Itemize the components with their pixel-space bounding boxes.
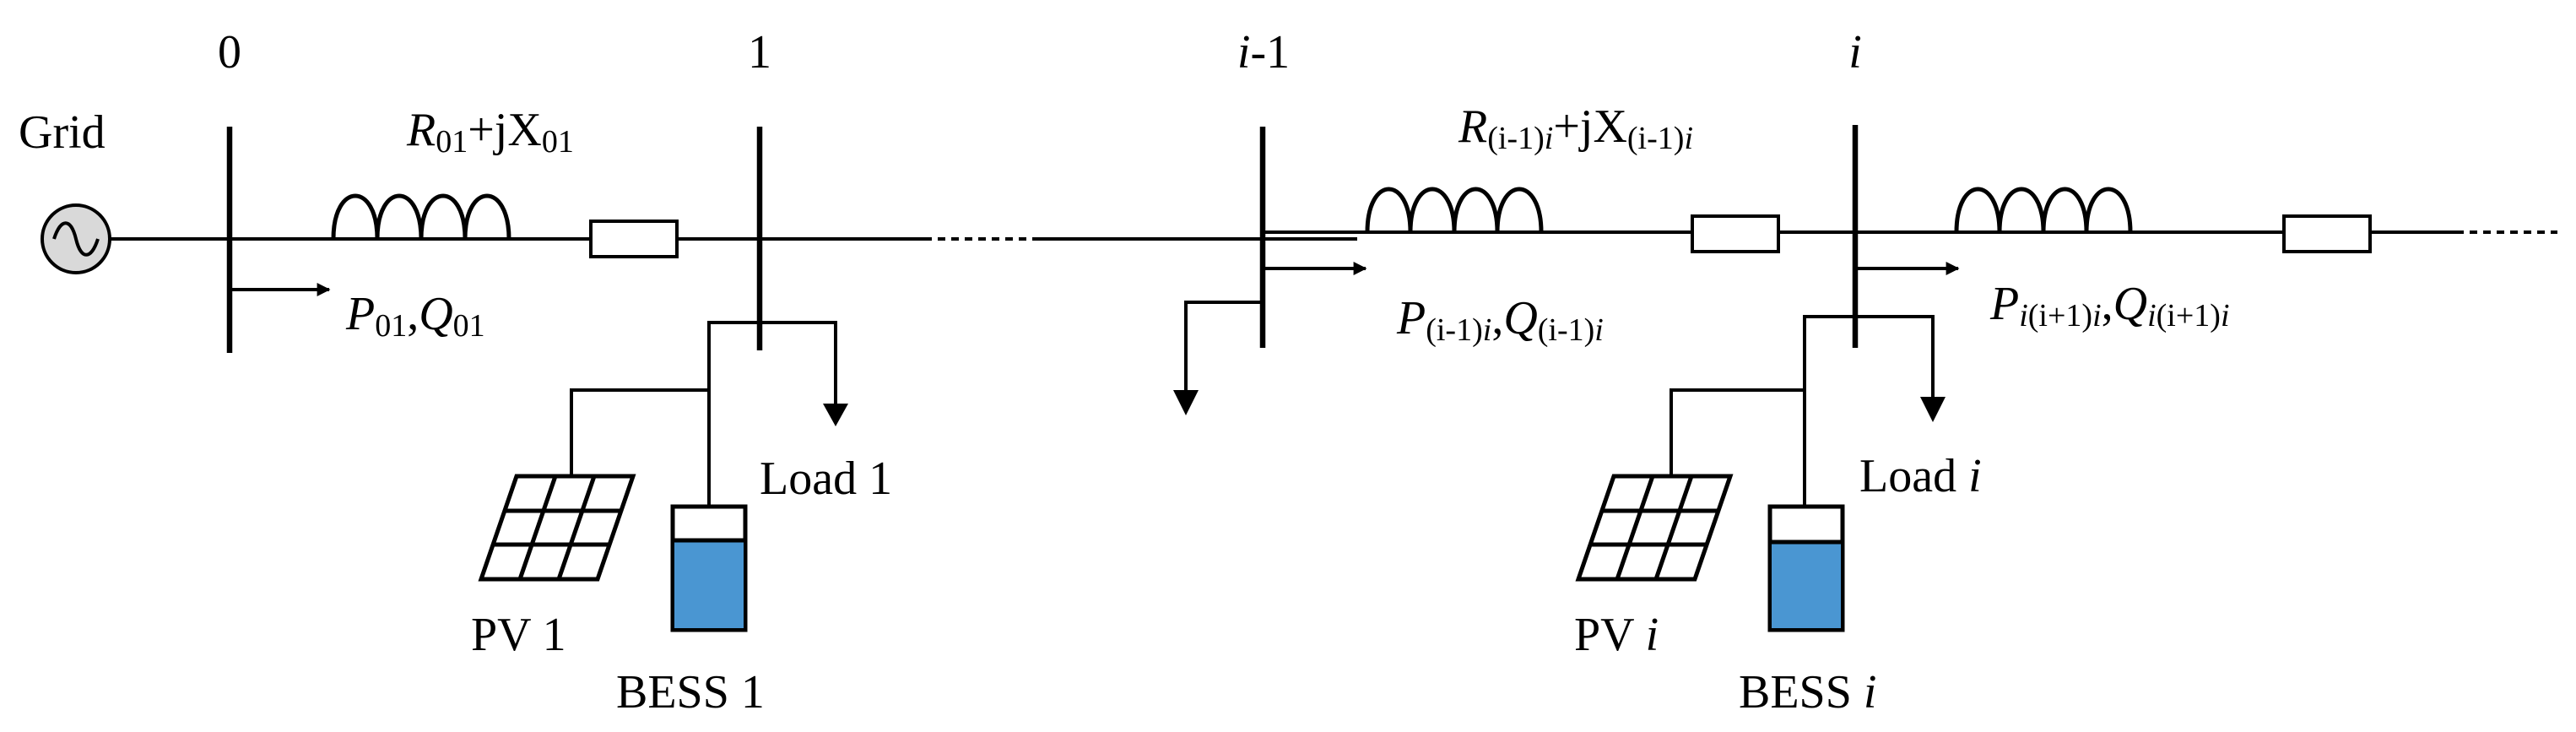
bess-i-label: BESS i [1739, 666, 1876, 718]
impedance-01-label: R01+jX01 [406, 104, 574, 160]
pv-panel-i-icon [1575, 474, 1734, 582]
impedance-i-label: R(i-1)i+jX(i-1)i [1458, 100, 1693, 156]
flow-01-label: P01,Q01 [345, 288, 485, 344]
resistor-i-minus-1-i [1691, 214, 1780, 253]
bus-0-label: 0 [218, 26, 241, 79]
node-1-branches [570, 321, 837, 507]
grid-label: Grid [19, 106, 106, 159]
bess-1-label: BESS 1 [616, 666, 765, 718]
bus-i-minus-1-label: i-1 [1237, 26, 1290, 79]
load-i-arrow-icon [1920, 397, 1946, 422]
load-i-label: Load i [1859, 450, 1982, 502]
flow-i-label: Pi(i+1)i,Qi(i+1)i [1989, 278, 2230, 333]
node-i-branches [1670, 315, 1935, 507]
branch-i-minus-1-arrow-icon [1173, 390, 1199, 415]
load-1-label: Load 1 [760, 453, 892, 505]
flow-i-minus-1-label: P(i-1)i,Q(i-1)i [1396, 292, 1604, 348]
inductor-i-minus-1-i [1365, 187, 1544, 233]
pv-1-label: PV 1 [471, 609, 566, 661]
battery-i-icon [1767, 504, 1845, 632]
inductor-i-i-plus-1 [1954, 187, 2133, 233]
pv-panel-1-icon [478, 474, 636, 582]
grid-source-icon [41, 203, 111, 274]
load-1-arrow-icon [823, 404, 848, 426]
branch-i-minus-1 [1184, 301, 1263, 393]
resistor-i-i-plus-1 [2282, 214, 2372, 253]
resistor-01 [589, 220, 679, 258]
bus-i-label: i [1848, 26, 1862, 79]
battery-1-icon [670, 504, 748, 632]
pv-i-label: PV i [1574, 609, 1659, 661]
inductor-01 [331, 193, 511, 240]
bus-1-label: 1 [748, 26, 771, 79]
